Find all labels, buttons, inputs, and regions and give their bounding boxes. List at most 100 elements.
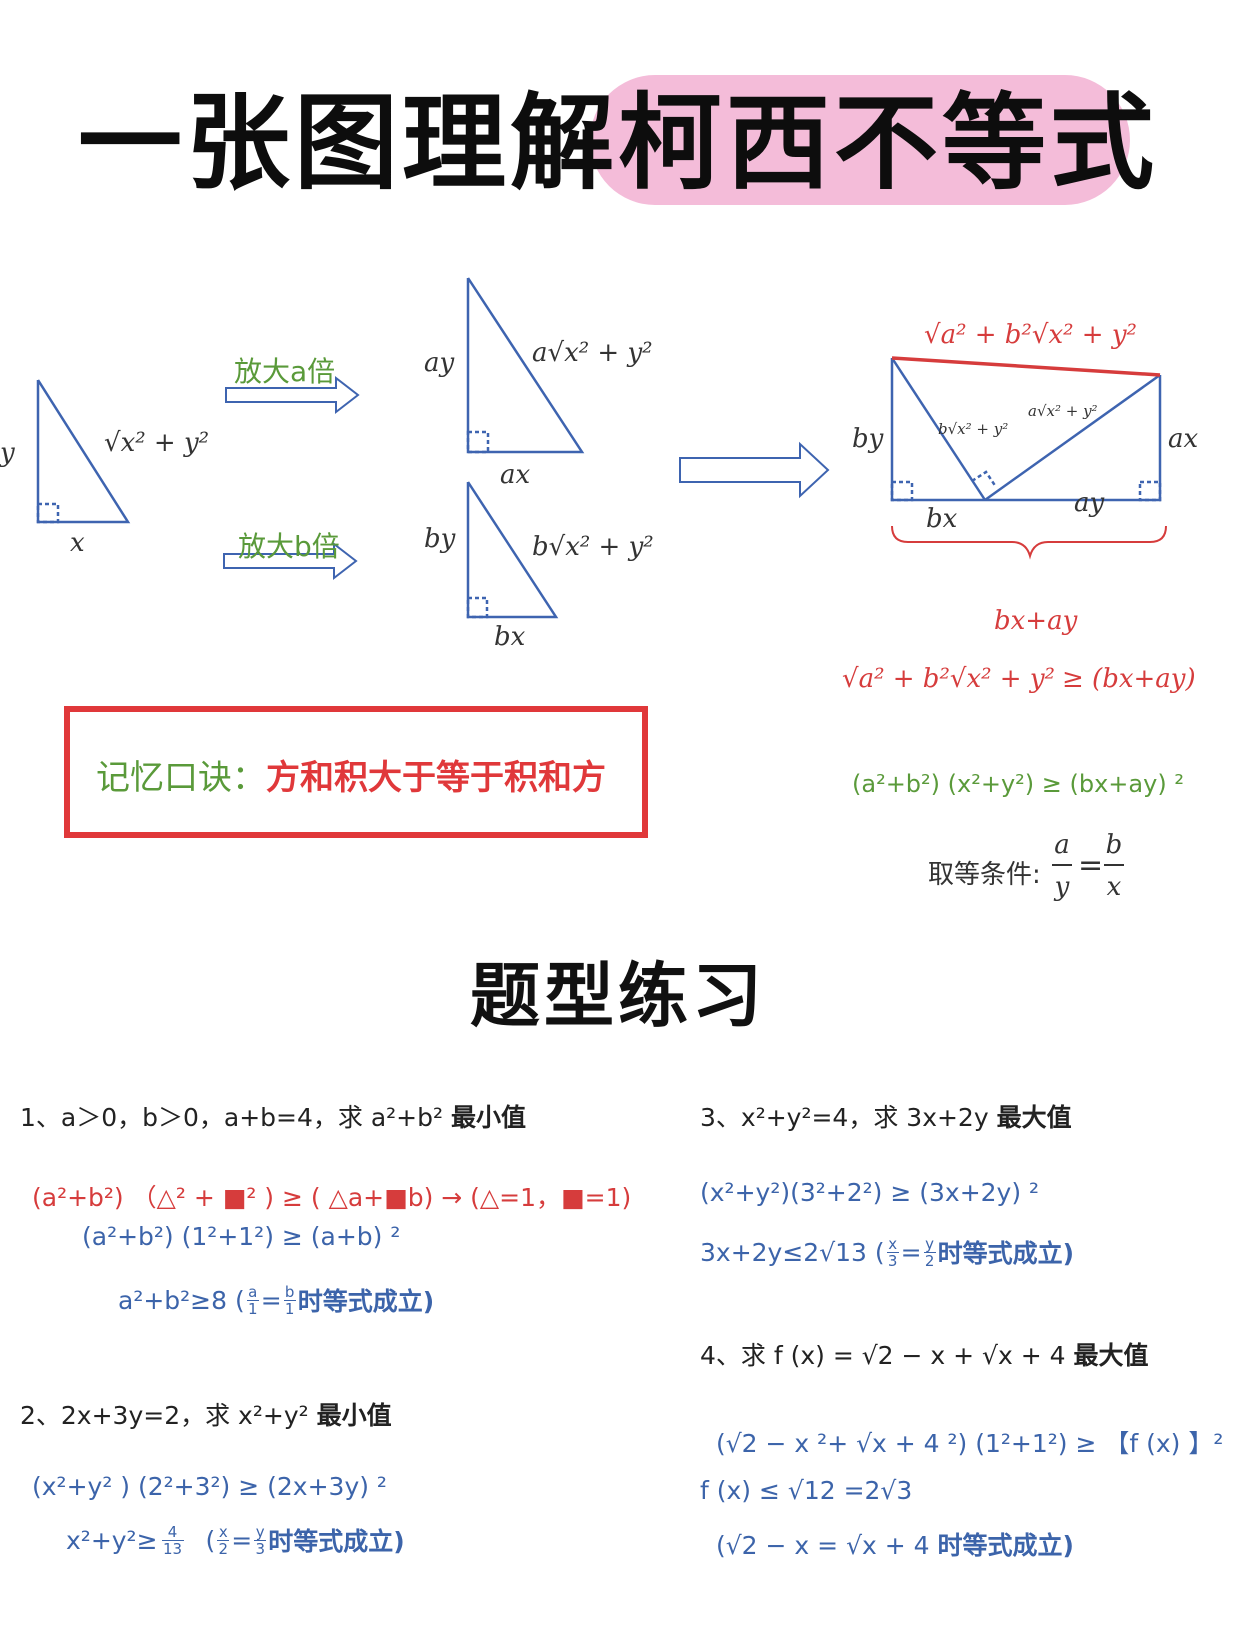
title-banner: 一张图理解柯西不等式	[0, 60, 1236, 220]
p1-frac1-den: 1	[247, 1299, 258, 1318]
memo-text: 记忆口诀：方和积大于等于积和方	[96, 750, 606, 799]
tri-b-hyp: b√x² + y²	[532, 532, 654, 562]
p4-question-text: 4、求 f (x) = √2 − x + √x + 4	[700, 1341, 1074, 1370]
trap-inner-b: b√x² + y²	[938, 420, 1009, 438]
arrow-a-label: 放大a倍	[234, 355, 336, 388]
memo-label: 记忆口诀：	[96, 758, 266, 798]
p3-frac1-den: 3	[887, 1251, 898, 1270]
p3-frac1: x 3	[886, 1234, 899, 1270]
p2-question-target: 最小值	[316, 1401, 392, 1430]
p3-frac1-num: x	[888, 1234, 898, 1253]
problem-1-question: 1、a＞0，b＞0，a+b=4，求 a²+b² 最小值	[20, 1098, 526, 1134]
triangle-b	[466, 481, 559, 619]
p1-line3: a²+b²≥8 ( a 1 = b 1 时等式成立)	[118, 1282, 434, 1318]
trap-left-label: by	[852, 424, 884, 454]
p3-frac2-den: 2	[924, 1251, 935, 1270]
p2-frac-den: 13	[162, 1539, 183, 1558]
trap-right-label: ax	[1168, 424, 1199, 454]
tri-b-left: by	[424, 524, 456, 554]
p3-line2-pre: 3x+2y≤2√13 (	[700, 1237, 885, 1267]
tri-a-bottom: ax	[500, 460, 531, 490]
p1-question-target: 最小值	[450, 1103, 526, 1132]
arrow-a-shape	[225, 375, 360, 415]
trap-bottom-right: ay	[1074, 488, 1105, 518]
p1-question-text: 1、a＞0，b＞0，a+b=4，求 a²+b²	[20, 1103, 451, 1132]
problem-2-question: 2、2x+3y=2，求 x²+y² 最小值	[20, 1396, 392, 1432]
p1-eq: =	[260, 1285, 282, 1315]
brace	[891, 525, 1167, 560]
p1-frac1: a 1	[246, 1284, 259, 1318]
eq-den-right: x	[1106, 872, 1122, 902]
trapezoid-top-edge	[891, 356, 1161, 377]
p2-frac-bar	[161, 1539, 184, 1541]
section-title: 题型练习	[470, 955, 766, 1037]
p3-line2-post: 时等式成立)	[937, 1239, 1075, 1268]
p2-line1: (x²+y² ) (2²+3²) ≥ (2x+3y) ²	[32, 1472, 387, 1501]
page-title: 一张图理解柯西不等式	[77, 82, 1158, 204]
eq-num-right: b	[1105, 830, 1123, 860]
p4-line3-pre: (√2 − x = √x + 4	[716, 1531, 938, 1560]
p4-line3-post: 时等式成立)	[937, 1531, 1074, 1560]
p4-question-target: 最大值	[1073, 1341, 1149, 1370]
memo-phrase: 方和积大于等于积和方	[266, 758, 606, 798]
small-bottom-label: x	[70, 528, 85, 558]
p4-line3: (√2 − x = √x + 4 时等式成立)	[716, 1526, 1074, 1562]
p1-frac2-num: b	[284, 1282, 295, 1301]
p2-frac2-bar	[254, 1539, 267, 1541]
p3-frac2: y 2	[923, 1234, 936, 1270]
p3-frac2-num: y	[925, 1234, 935, 1253]
p2-frac-num: 4	[167, 1522, 178, 1541]
trap-top-label: √a² + b²√x² + y²	[924, 320, 1137, 350]
ineq1-rhs: ≥ (bx+ay)	[1062, 664, 1196, 694]
diagram-svg	[36, 277, 1167, 619]
equality-label: 取等条件:	[928, 860, 1041, 890]
tri-a-left: ay	[424, 348, 455, 378]
eq-den-left: y	[1054, 872, 1070, 902]
p2-line2-post: 时等式成立)	[268, 1527, 405, 1556]
eq-bar-right	[1104, 864, 1124, 866]
small-hyp-label: √x² + y²	[104, 428, 210, 458]
p1-line3-post: 时等式成立)	[297, 1287, 435, 1316]
p2-frac: 4 13	[161, 1522, 184, 1558]
p3-frac1-bar	[886, 1251, 899, 1253]
tri-b-bottom: bx	[494, 622, 526, 652]
small-left-label: y	[0, 438, 15, 468]
p2-frac1-bar	[217, 1539, 230, 1541]
p2-question-text: 2、2x+3y=2，求 x²+y²	[20, 1401, 317, 1430]
p3-line2: 3x+2y≤2√13 ( x 3 = y 2 时等式成立)	[700, 1234, 1074, 1270]
p1-frac2-bar	[283, 1299, 296, 1301]
p2-frac1-num: x	[218, 1522, 228, 1541]
problem-3-question: 3、x²+y²=4，求 3x+2y 最大值	[700, 1098, 1072, 1134]
p3-frac2-bar	[923, 1251, 936, 1253]
problem-4-question: 4、求 f (x) = √2 − x + √x + 4 最大值	[700, 1336, 1149, 1372]
p2-frac1-den: 2	[218, 1539, 229, 1558]
memo-box: 记忆口诀：方和积大于等于积和方	[64, 706, 648, 838]
title-highlight	[590, 75, 1130, 205]
eq-num-left: a	[1054, 830, 1070, 860]
p1-frac2-den: 1	[284, 1299, 295, 1318]
p1-frac2: b 1	[283, 1282, 296, 1318]
p2-frac2-num: y	[255, 1522, 265, 1541]
eq-sign: =	[1078, 848, 1104, 883]
p1-line2: (a²+b²) (1²+1²) ≥ (a+b) ²	[82, 1222, 401, 1251]
p2-eq: =	[231, 1525, 253, 1555]
arrow-b-shape	[223, 541, 358, 581]
arrow-b-label: 放大b倍	[238, 530, 340, 563]
tri-a-hyp: a√x² + y²	[532, 338, 653, 368]
p2-open: (	[205, 1525, 216, 1555]
p2-frac1: x 2	[217, 1522, 230, 1558]
big-arrow-shape	[679, 441, 830, 499]
trap-bottom-left: bx	[926, 504, 958, 534]
p4-line2: f (x) ≤ √12 =2√3	[700, 1476, 913, 1505]
ineq2: (a²+b²) (x²+y²) ≥ (bx+ay) ²	[852, 770, 1184, 798]
eq-bar-left	[1052, 864, 1072, 866]
p3-line1: (x²+y²)(3²+2²) ≥ (3x+2y) ²	[700, 1178, 1040, 1207]
p2-frac2: y 3	[254, 1522, 267, 1558]
p2-line2: x²+y²≥ 4 13 ( x 2 = y 3 时等式成立)	[66, 1522, 405, 1558]
trap-inner-a: a√x² + y²	[1028, 402, 1098, 420]
p3-eq: =	[900, 1237, 922, 1267]
p2-frac2-den: 3	[255, 1539, 266, 1558]
p1-frac1-bar	[246, 1299, 259, 1301]
p3-question-text: 3、x²+y²=4，求 3x+2y	[700, 1103, 997, 1132]
p1-line1: (a²+b²) （△² + ■² ) ≥ ( △a+■b) → (△=1，■=1…	[32, 1183, 632, 1212]
